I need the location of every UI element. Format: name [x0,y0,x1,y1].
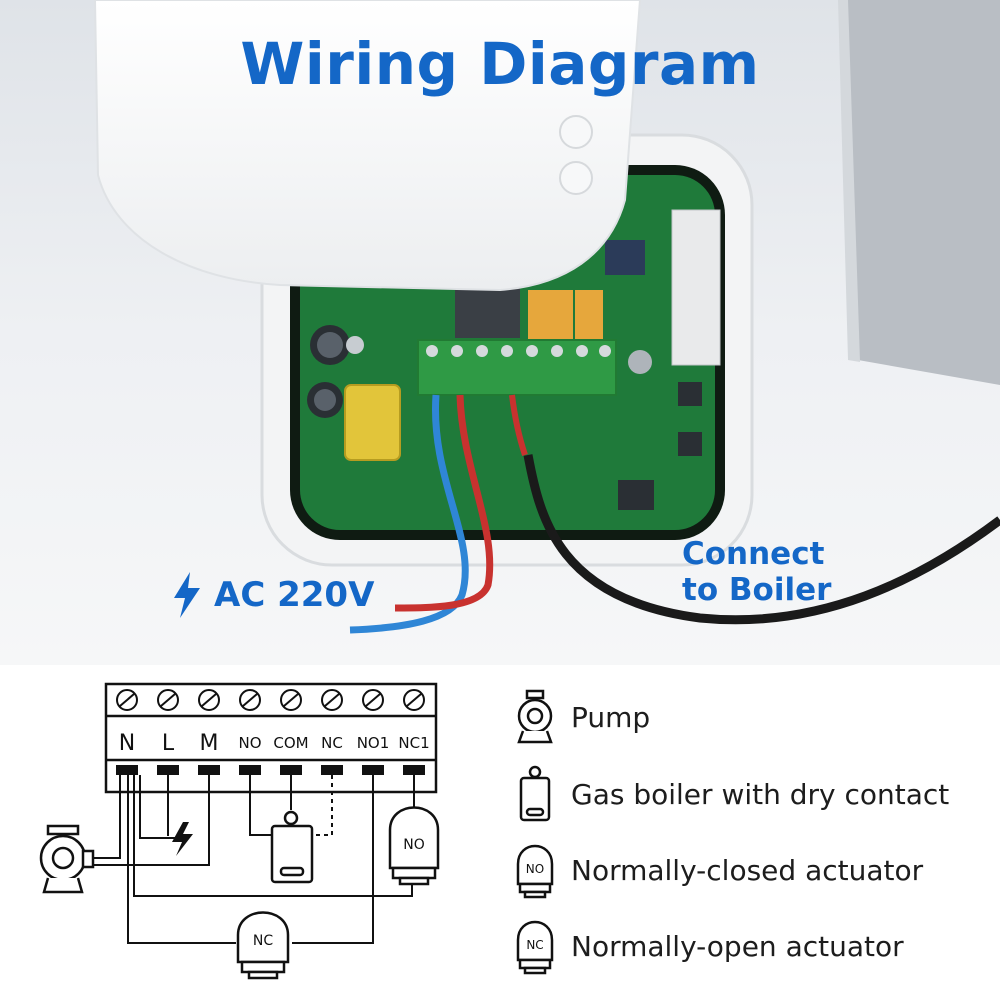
legend-label-normally-open: Normally-open actuator [571,929,904,963]
terminal-label-no: NO [238,734,261,752]
actuator-no-icon: NO [516,844,554,899]
terminal-block [417,339,617,396]
red-wire [394,394,494,612]
legend-item-gas-boiler: Gas boiler with dry contact [505,762,949,826]
schematic-pump-icon [39,824,95,894]
terminal-label-com: COM [273,734,308,752]
page-title: Wiring Diagram [240,30,760,98]
terminal-label-n: N [119,731,135,756]
gas-boiler-icon [519,765,551,822]
terminal-label-nc: NC [321,734,343,752]
legend-label-gas-boiler: Gas boiler with dry contact [571,777,950,811]
schematic-actuator-nc-icon: NC [236,911,290,980]
actuator-right-label: NO [403,837,425,853]
legend-label-normally-closed: Normally-closed actuator [571,853,924,887]
terminal-pads [116,765,425,775]
terminal-label-l: L [162,731,175,756]
schematic-lightning-icon [172,822,193,856]
actuator-bottom-label: NC [253,933,273,949]
boiler-label-line-1: Connect [682,536,825,572]
device-cover [93,0,642,292]
boiler-label-line-2: to Boiler [682,572,832,608]
product-illustration [0,0,1000,665]
ac-power-label: AC 220V [172,572,374,618]
legend-label-pump: Pump [571,700,651,734]
pump-icon [517,689,553,744]
legend-icon-text-nc: NC [526,938,543,952]
actuator-nc-icon: NC [516,920,554,975]
legend-item-normally-open: NC Normally-open actuator [505,914,904,978]
capacitor [344,384,401,461]
ac-voltage-text: AC 220V [214,575,375,615]
terminal-screws [116,689,425,711]
terminal-label-no1: NO1 [357,734,390,752]
terminal-label-nc1: NC1 [398,734,429,752]
schematic-gas-boiler-icon [270,810,314,884]
legend-icon-text-no: NO [526,862,544,876]
legend-item-pump: Pump [505,685,650,749]
terminal-label-m: M [200,731,219,756]
boiler-cable [523,454,1000,625]
schematic-actuator-no-icon: NO [388,806,440,886]
legend-item-normally-closed: NO Normally-closed actuator [505,838,923,902]
connect-boiler-label: Connect to Boiler [682,536,831,608]
blue-wire [349,394,469,634]
lightning-icon [174,572,200,618]
